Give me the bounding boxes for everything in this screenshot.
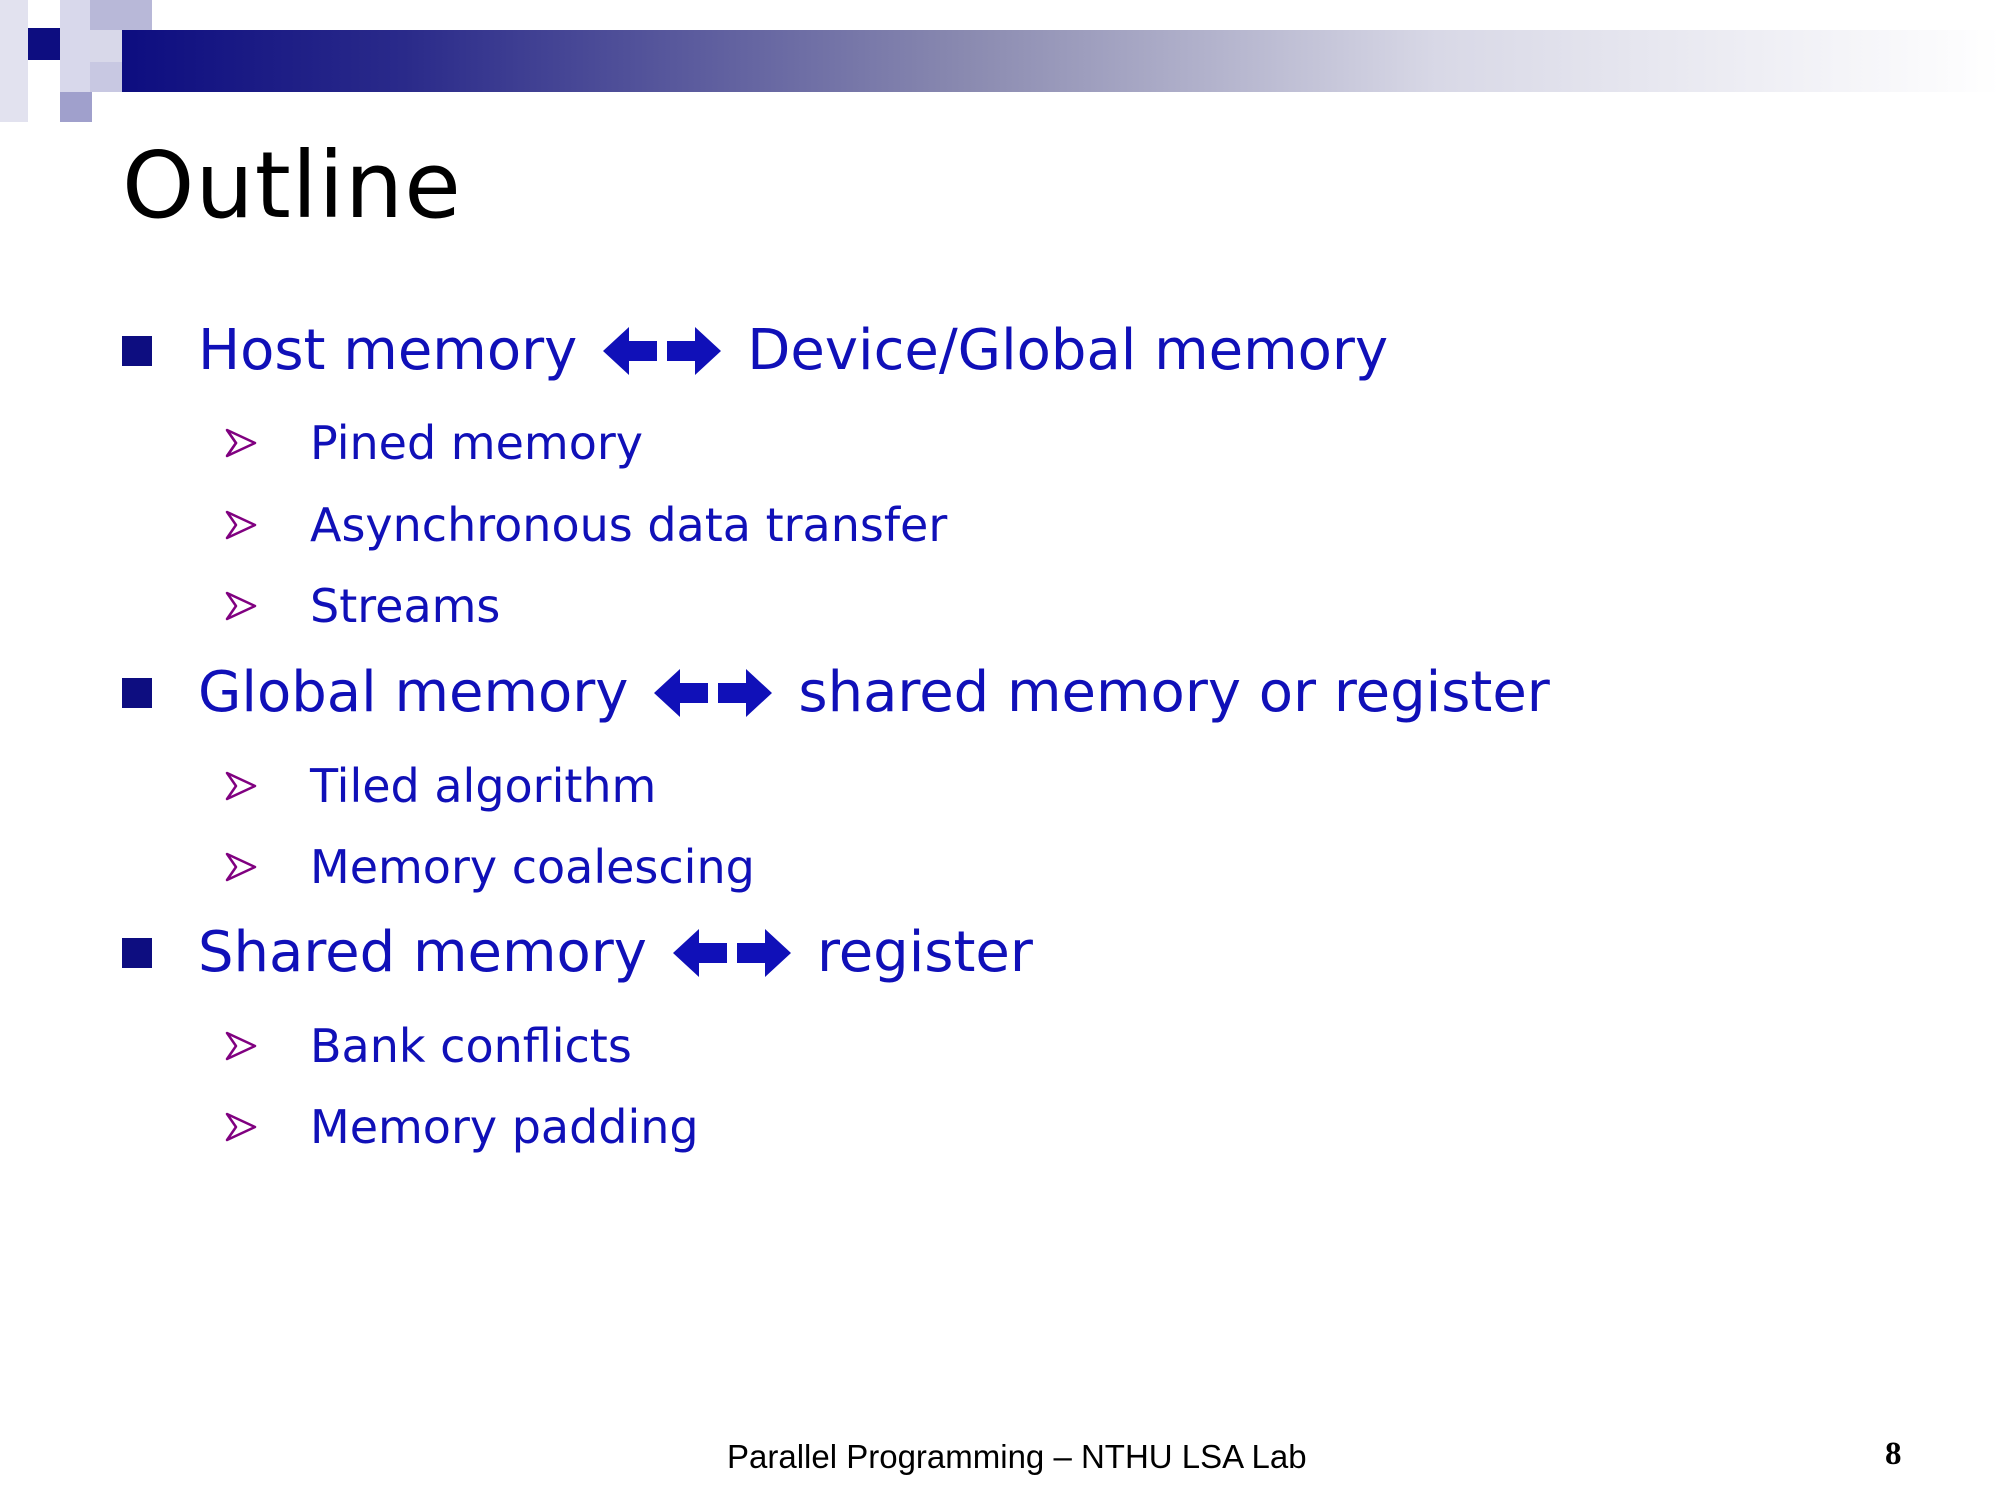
bullet-right-text: Device/Global memory [747,318,1389,383]
header-gradient-bar [122,30,2000,92]
arrowhead-bullet-icon [225,1031,257,1061]
bullet-item: Global memory shared memory or register [122,660,1550,725]
double-arrow-icon [669,925,795,981]
bullet-item: Shared memory register [122,920,1033,985]
header-decor-square [0,0,28,122]
header-decor-square [60,92,92,122]
slide-title: Outline [122,132,462,239]
sub-bullet-item: Memory padding [224,1100,699,1154]
header-decor-square [90,62,122,92]
bullet-left-text: Host memory [198,318,578,383]
square-bullet-icon [122,677,152,708]
bullet-right-text: shared memory or register [798,660,1550,725]
arrowhead-bullet-icon [225,852,257,882]
sub-bullet-text: Memory coalescing [310,840,755,894]
arrowhead-bullet-icon [225,428,257,458]
sub-bullet-item: Streams [224,579,500,633]
sub-bullet-item: Memory coalescing [224,840,755,894]
sub-bullet-item: Pined memory [224,416,643,470]
sub-bullet-text: Streams [310,579,501,633]
arrowhead-bullet-icon [225,591,257,621]
square-bullet-icon [122,937,152,968]
slide-footer: Parallel Programming – NTHU LSA Lab [727,1438,1307,1475]
bullet-right-text: register [816,920,1033,985]
sub-bullet-item: Bank conflicts [224,1019,632,1073]
sub-bullet-item: Asynchronous data transfer [224,498,947,552]
sub-bullet-text: Pined memory [310,416,643,470]
sub-bullet-text: Memory padding [310,1100,699,1154]
arrowhead-bullet-icon [225,510,257,540]
header-decor-square [60,0,90,92]
bullet-left-text: Global memory [198,660,629,725]
square-bullet-icon [122,335,152,366]
bullet-left-text: Shared memory [198,920,647,985]
header-decor-square [90,30,122,62]
bullet-item: Host memory Device/Global memory [122,318,1388,383]
sub-bullet-text: Tiled algorithm [310,759,657,813]
arrowhead-bullet-icon [225,771,257,801]
double-arrow-icon [599,323,725,379]
header-decor-square [28,28,60,60]
arrowhead-bullet-icon [225,1112,257,1142]
sub-bullet-text: Asynchronous data transfer [310,498,948,552]
page-number: 8 [1885,1436,1902,1472]
double-arrow-icon [650,665,776,721]
sub-bullet-text: Bank conflicts [310,1019,632,1073]
sub-bullet-item: Tiled algorithm [224,759,656,813]
